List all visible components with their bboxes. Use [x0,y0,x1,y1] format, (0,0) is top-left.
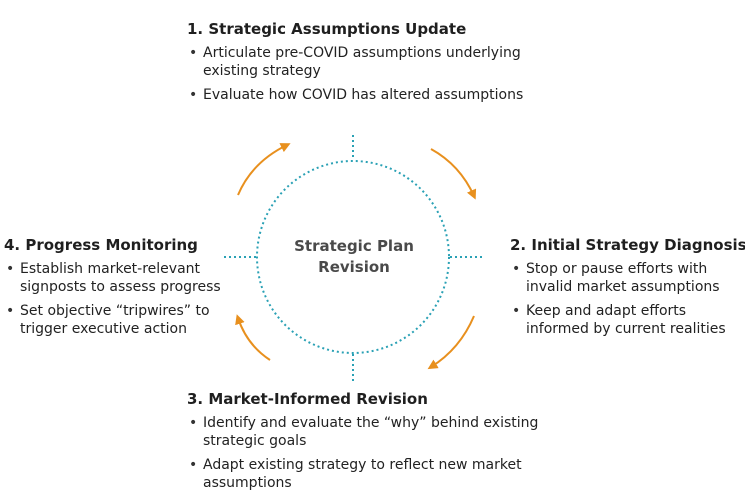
bullet-item: Identify and evaluate the “why” behind e… [187,414,559,450]
bullet-list: Stop or pause efforts with invalid marke… [510,260,742,338]
step-strategic-assumptions-update: 1. Strategic Assumptions Update Articula… [187,20,547,110]
bullet-list: Establish market-relevant signposts to a… [4,260,222,338]
bullet-item: Keep and adapt efforts informed by curre… [510,302,742,338]
bullet-item: Articulate pre-COVID assumptions underly… [187,44,547,80]
center-title: Strategic Plan Revision [294,237,414,276]
arrow-top-right [430,148,477,200]
step-title: 4. Progress Monitoring [4,236,198,254]
cycle-circle [256,160,450,354]
arrow-bottom-right [427,315,475,370]
step-title: 2. Initial Strategy Diagnosis [510,236,745,254]
bullet-item: Evaluate how COVID has altered assumptio… [187,86,547,104]
bullet-item: Stop or pause efforts with invalid marke… [510,260,742,296]
step-initial-strategy-diagnosis: 2. Initial Strategy Diagnosis Stop or pa… [510,236,745,344]
arrow-top-left [237,143,291,196]
bullet-item: Establish market-relevant signposts to a… [4,260,222,296]
step-title: 1. Strategic Assumptions Update [187,20,467,38]
bullet-list: Identify and evaluate the “why” behind e… [187,414,559,492]
step-title: 3. Market-Informed Revision [187,390,428,408]
bullet-item: Set objective “tripwires” to trigger exe… [4,302,222,338]
step-market-informed-revision: 3. Market-Informed Revision Identify and… [187,390,559,498]
bullet-list: Articulate pre-COVID assumptions underly… [187,44,547,104]
arrow-bottom-left [235,314,271,361]
step-progress-monitoring: 4. Progress Monitoring Establish market-… [4,236,222,344]
bullet-item: Adapt existing strategy to reflect new m… [187,456,559,492]
